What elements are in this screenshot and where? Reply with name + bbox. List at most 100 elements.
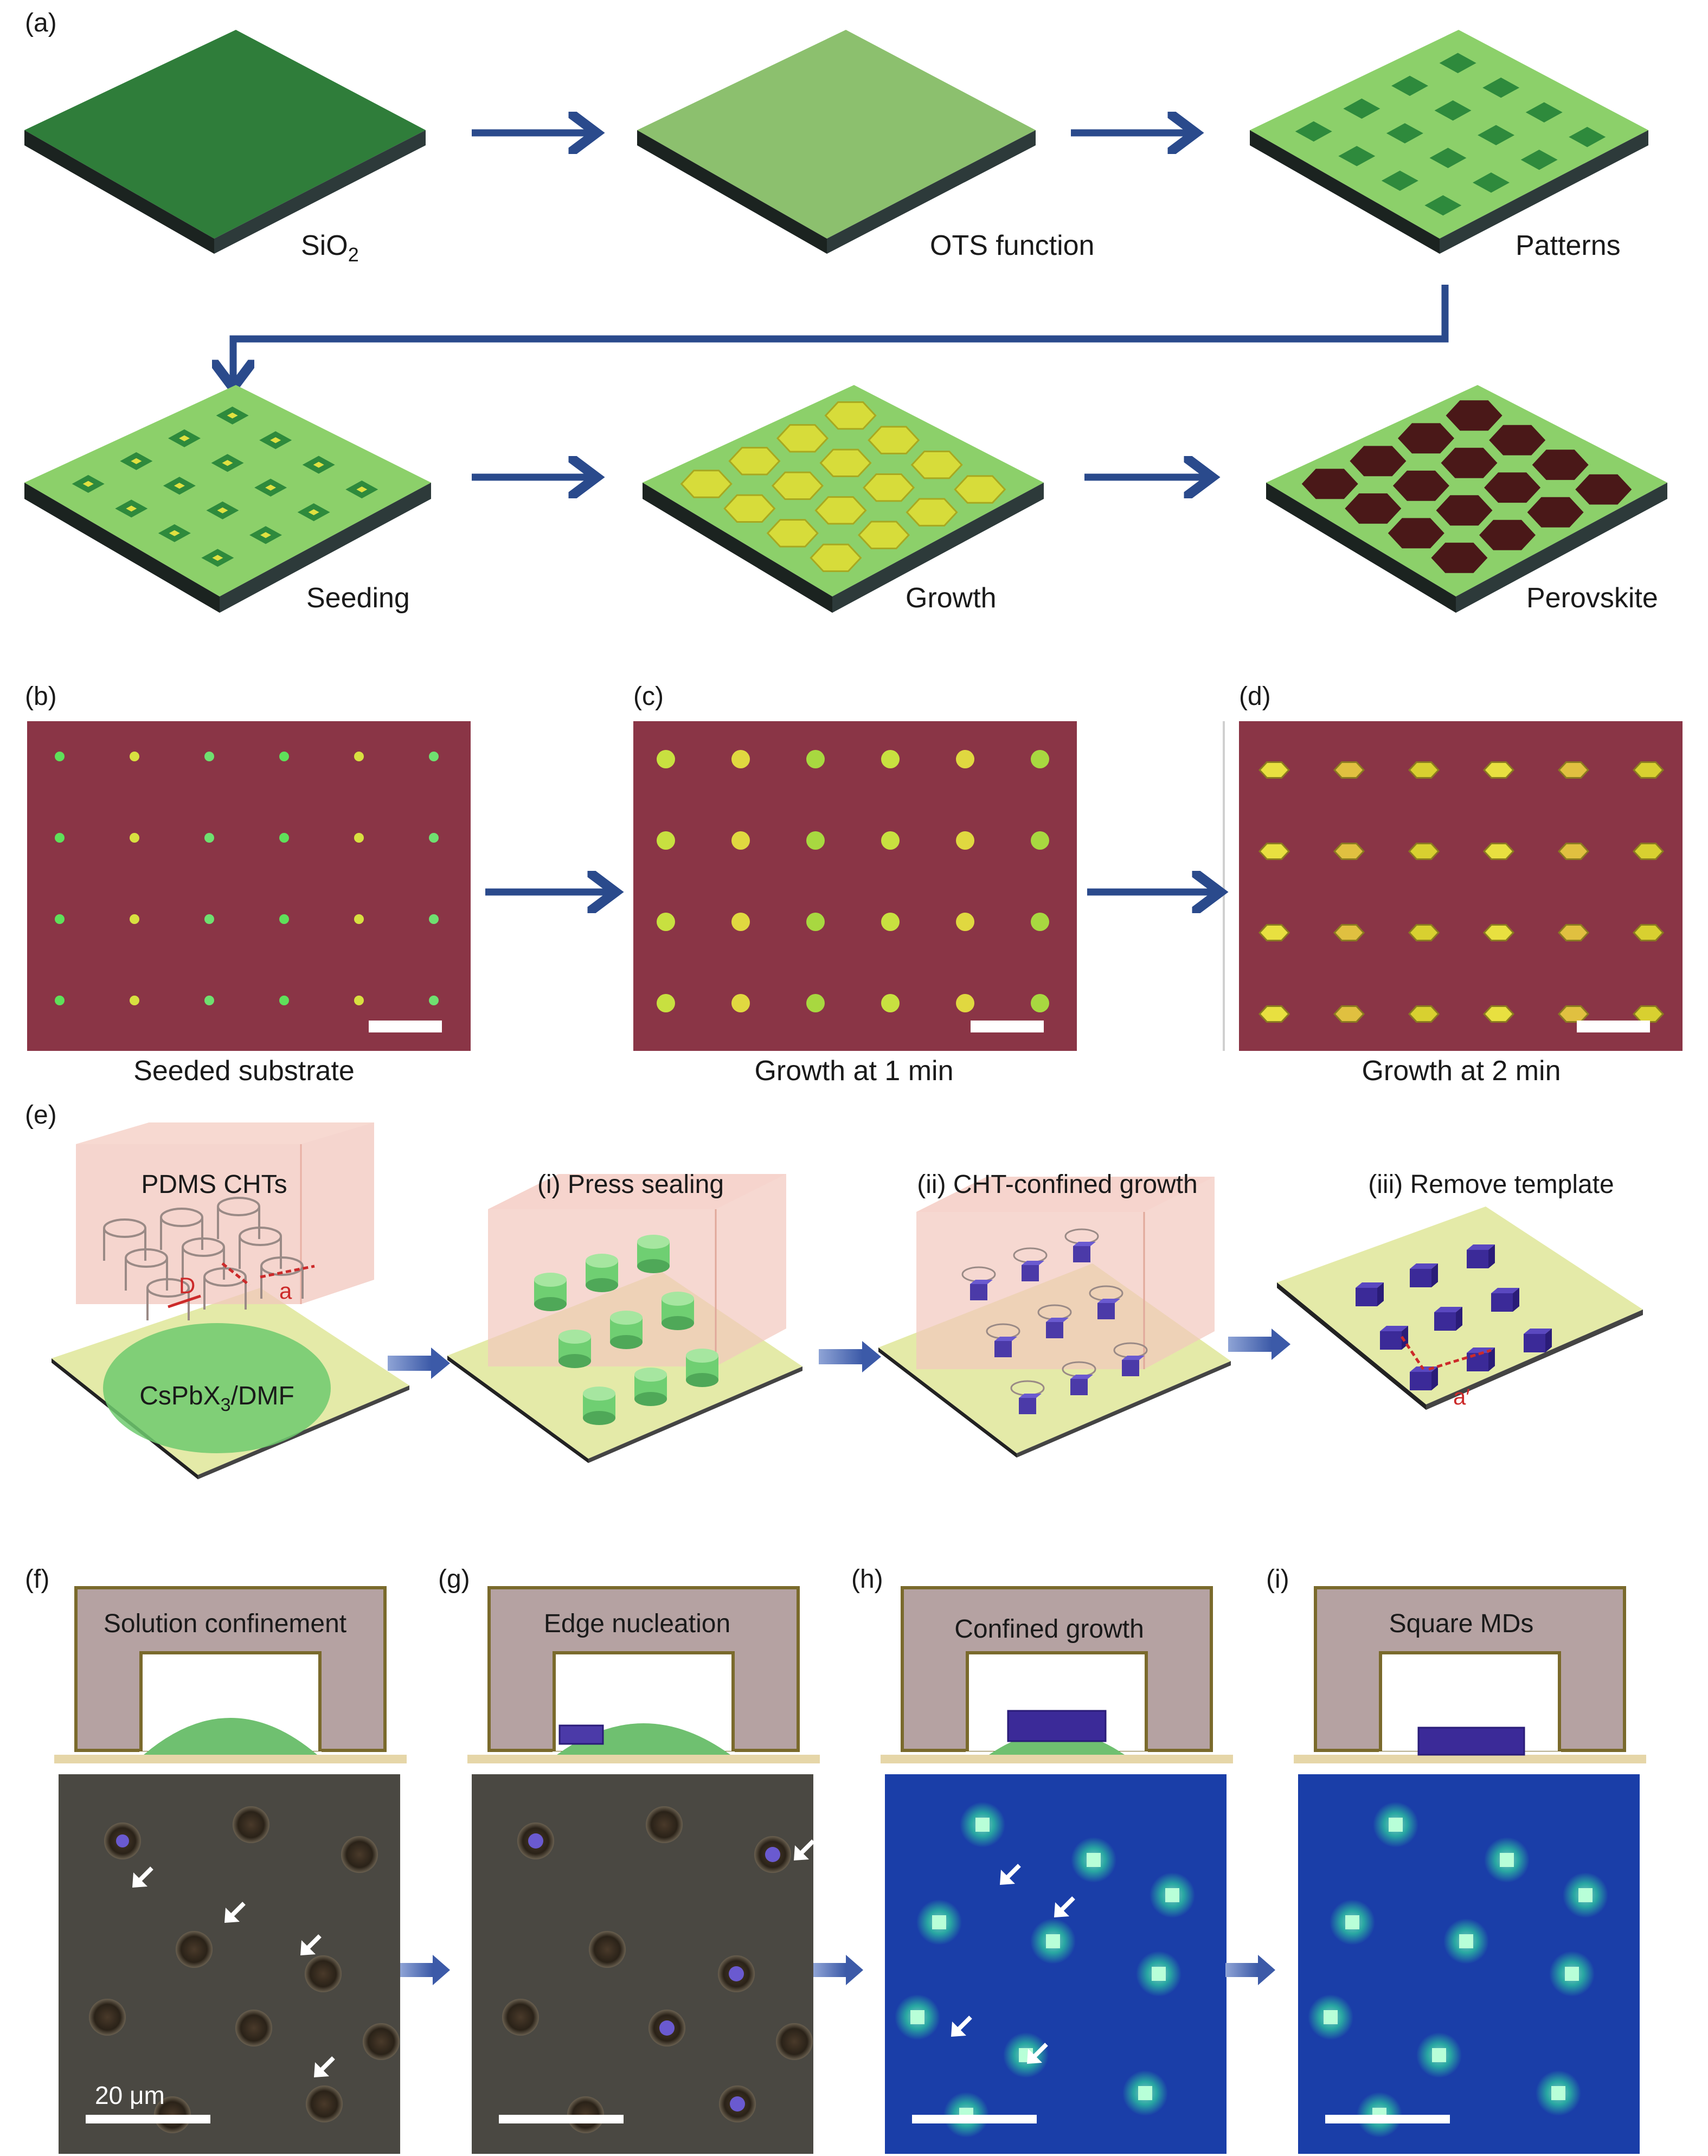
square-microdisk: [1417, 1727, 1525, 1756]
seed-spot: [956, 994, 974, 1012]
microdisk: [932, 1915, 946, 1929]
crystal-hexagon: [771, 471, 824, 500]
plate-patterns: [1250, 30, 1648, 254]
seed-spot: [354, 914, 364, 924]
crystal: [1557, 843, 1590, 860]
solution-droplet: [144, 1718, 317, 1755]
panel-label-i: (i): [1266, 1565, 1289, 1594]
crystal-hexagon: [824, 401, 877, 430]
seed-spot: [55, 914, 65, 924]
seed-spot: [279, 914, 289, 924]
label-seeding: Seeding: [306, 582, 410, 614]
microdisk: [1345, 1915, 1359, 1929]
crystal: [1333, 843, 1365, 860]
cylinder-top: [558, 1330, 591, 1344]
micrograph-c: [633, 721, 1077, 1051]
pattern-square: [1525, 102, 1563, 123]
pattern-square: [1434, 100, 1472, 121]
seed-spot: [881, 913, 900, 931]
pointer-arrowhead: [1054, 1902, 1069, 1917]
crystal-hexagon: [728, 447, 781, 476]
seed-spot: [130, 914, 139, 924]
micrograph-i: [1298, 1774, 1640, 2154]
seed-spot: [279, 752, 289, 761]
cylinder-bottom: [558, 1354, 591, 1368]
crystal-hexagon: [776, 424, 829, 453]
perovskite-hexagon: [1575, 474, 1632, 505]
cube-side: [1377, 1282, 1384, 1306]
cube-side: [1456, 1307, 1462, 1331]
pattern-square: [1386, 123, 1423, 144]
pointer-arrowhead: [224, 1908, 240, 1923]
well: [176, 1931, 213, 1968]
seed-spot: [429, 996, 439, 1005]
crystal: [1482, 924, 1515, 941]
cylinder-top: [662, 1292, 694, 1306]
seed-dot: [126, 505, 137, 512]
title-press-sealing: (i) Press sealing: [537, 1170, 724, 1199]
well: [646, 1806, 683, 1843]
crystal-hexagon: [766, 519, 819, 548]
schematic-cht-growth: [878, 1177, 1231, 1458]
perovskite-hexagon: [1446, 400, 1502, 431]
dim-a: a: [279, 1278, 292, 1304]
arrow-hi: [1225, 1955, 1275, 1985]
cube-side: [1513, 1288, 1519, 1312]
arrow-bent: [233, 285, 1449, 382]
dim-a-prime: a′: [1453, 1384, 1470, 1409]
cube: [1046, 1322, 1063, 1338]
pattern-square: [1482, 78, 1520, 98]
crystal-hexagon: [819, 448, 872, 477]
substrate: [467, 1755, 820, 1763]
pointer-arrowhead: [794, 1845, 809, 1860]
microdisk: [1565, 1967, 1579, 1981]
seed-spot: [881, 994, 900, 1012]
well: [89, 1999, 126, 2036]
crystal: [1632, 1005, 1665, 1023]
label-growth: Growth: [906, 582, 997, 614]
seed-spot: [806, 994, 825, 1012]
confinement-schematic: [1294, 1586, 1646, 1763]
panel-label-e: (e): [25, 1101, 57, 1130]
cube-top: [1070, 1375, 1093, 1379]
cube-top: [1122, 1356, 1145, 1360]
pointer-arrowhead: [314, 2062, 329, 2077]
perovskite-hexagon: [1436, 495, 1493, 526]
caption-c: Growth at 1 min: [754, 1055, 953, 1087]
arrow-e1: [388, 1348, 450, 1379]
arrow-fg: [400, 1955, 450, 1985]
crystal: [1557, 1005, 1590, 1023]
seed-spot: [657, 913, 675, 931]
scalebar: [86, 2115, 210, 2123]
microdisk: [910, 2010, 924, 2024]
confinement-schematic: [881, 1586, 1233, 1763]
microdisk: [1324, 2010, 1338, 2024]
seed-dot: [82, 480, 94, 487]
cube-top: [1046, 1318, 1069, 1322]
pattern-square: [1429, 147, 1467, 168]
seed-spot: [881, 831, 900, 850]
crystal-hexagon: [723, 494, 776, 523]
cube: [1467, 1353, 1488, 1371]
microdisk: [1459, 1934, 1473, 1948]
cube-top: [970, 1280, 993, 1284]
seed-spot: [204, 914, 214, 924]
seed-spot: [1031, 750, 1049, 768]
cube-side: [1431, 1366, 1438, 1390]
microdisk: [1138, 2086, 1152, 2100]
cube: [1073, 1246, 1090, 1262]
seed-spot: [657, 750, 675, 768]
crystal: [1333, 924, 1365, 941]
cylinder-top: [634, 1368, 667, 1382]
crystal: [1482, 1005, 1515, 1023]
seed-spot: [881, 750, 900, 768]
microdisk: [1165, 1888, 1179, 1902]
cube: [1070, 1379, 1088, 1395]
well: [776, 2023, 813, 2060]
seed-spot: [55, 833, 65, 843]
cube: [1410, 1269, 1431, 1287]
cube-top: [1380, 1326, 1408, 1331]
seed-spot: [731, 831, 750, 850]
seed-spot: [806, 913, 825, 931]
